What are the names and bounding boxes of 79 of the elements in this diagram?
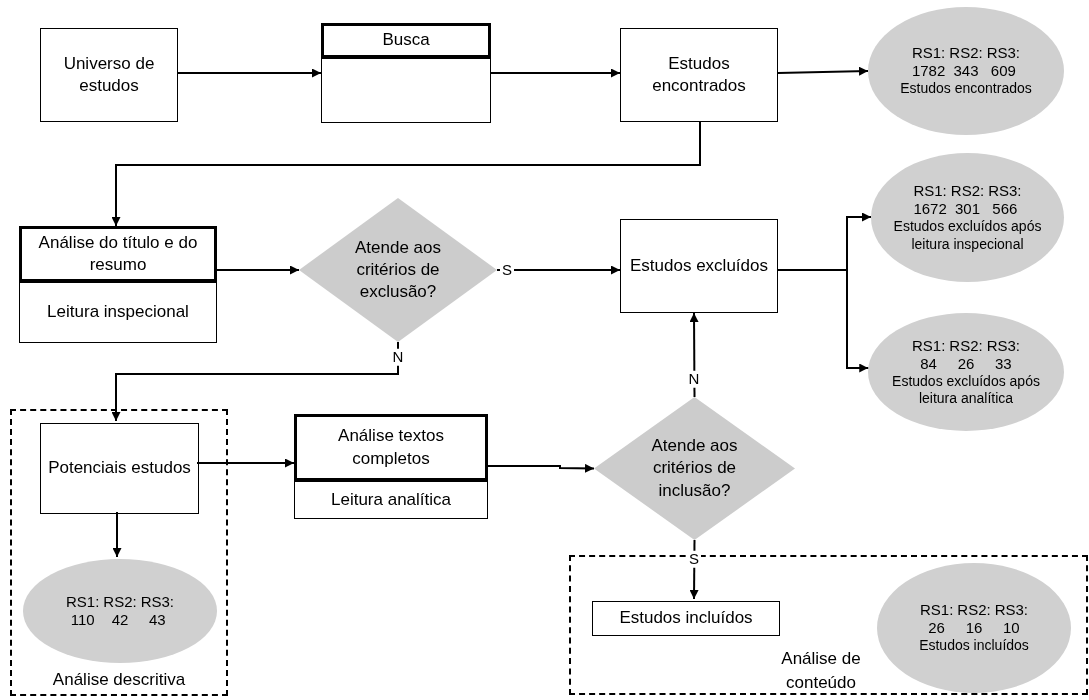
header-box [294,414,488,481]
edge-label: N [390,348,406,366]
process-box [321,58,491,123]
diamond-label: Atende aos critérios de inclusão? [650,435,739,502]
arrow [111,121,701,227]
decision-diamond [299,198,497,342]
edge-label: S [687,550,701,568]
stat-value: RS1: [911,336,946,355]
stat-value: RS3: [140,593,175,611]
header-box [321,23,491,58]
box-label: Leitura analítica [331,488,451,511]
group-label: Análise de conteúdo [781,649,861,692]
stat-value: RS3: [986,44,1021,63]
box-label: Universo de estudos [62,52,156,97]
arrow [177,68,322,78]
stat-value: RS2: [949,336,983,355]
arrow [112,511,122,558]
box-label: Estudos excluídos [630,254,768,277]
process-box [40,423,199,514]
box-label: Análise do título e do resumo [37,231,199,276]
stat-value: RS3: [986,336,1021,355]
box-label: Estudos encontrados [651,52,747,97]
decision-diamond [594,397,795,540]
arrow [487,463,595,473]
box-label: Estudos incluídos [619,607,753,630]
group-label: Análise descritiva [52,670,186,689]
box-label: Leitura inspecional [47,301,189,324]
stat-caption: Estudos excluídos após leitura inspecional [892,218,1043,253]
stat-value: 33 [994,354,1013,373]
stat-caption: Estudos incluídos [919,637,1029,655]
arrow [196,458,295,468]
diamond-label: Atende aos critérios de exclusão? [354,236,442,304]
stat-value: RS2: [957,601,991,620]
stat-value: 566 [991,200,1019,218]
arrow [777,269,870,373]
process-box [19,282,217,343]
stat-value: RS2: [949,44,983,63]
stat-value: 1672 [913,200,947,218]
arrow [689,539,699,600]
stat-value: 84 [919,354,938,373]
stat-value: 110 [69,611,96,629]
arrow [216,265,300,275]
arrow [689,312,699,398]
stat-value: 26 [927,619,946,638]
arrow [496,265,621,275]
arrow [111,341,399,422]
stat-value: RS3: [988,182,1022,200]
box-label: Busca [382,29,430,52]
header-box [19,226,217,282]
stat-value: 26 [956,354,976,373]
stat-value: RS2: [950,182,985,200]
dashed-group [569,555,1088,695]
dashed-group [10,409,228,696]
stat-value: 343 [952,62,980,81]
process-box [620,219,778,313]
stat-value: RS2: [103,593,137,611]
stat-value: RS3: [994,601,1029,620]
stat-value: 16 [964,619,984,638]
stat-value: RS1: [65,593,100,611]
process-box [620,28,778,122]
stat-value: 1782 [911,62,946,81]
stat-caption: Estudos excluídos após leitura analítica [891,372,1041,408]
stat-value: RS1: [913,182,947,200]
box-label: Análise textos completos [337,425,445,470]
process-box [592,601,780,636]
stat-value: 609 [989,62,1017,81]
box-label: Potenciais estudos [48,457,191,480]
process-box [40,28,178,122]
stat-value: RS1: [911,44,946,63]
arrow [777,66,869,76]
stat-value: 301 [954,200,981,218]
stat-value: 43 [148,611,167,629]
stat-value: 10 [1002,619,1021,638]
edge-label: N [686,370,702,388]
stat-value: 42 [110,611,130,629]
stat-value: RS1: [919,601,954,620]
arrow [490,68,621,78]
process-box [294,481,488,519]
stat-caption: Estudos encontrados [900,80,1032,98]
